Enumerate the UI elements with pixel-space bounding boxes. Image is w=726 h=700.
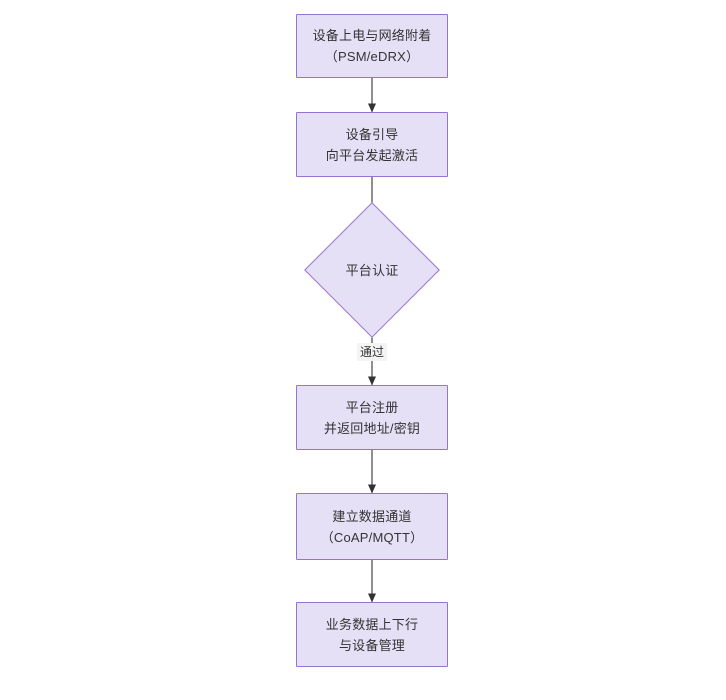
node-device-bootstrap[interactable]: 设备引导 向平台发起激活	[296, 112, 448, 177]
node-platform-register[interactable]: 平台注册 并返回地址/密钥	[296, 385, 448, 450]
node-label: 设备上电与网络附着 （PSM/eDRX）	[312, 28, 432, 64]
node-label: 业务数据上下行 与设备管理	[325, 616, 419, 653]
node-data-channel[interactable]: 建立数据通道 （CoAP/MQTT）	[296, 493, 448, 560]
node-label: 设备引导 向平台发起激活	[325, 126, 419, 163]
node-label: 建立数据通道 （CoAP/MQTT）	[320, 508, 424, 545]
node-platform-auth-decision[interactable]: 平台认证	[304, 202, 440, 338]
node-label: 平台注册 并返回地址/密钥	[323, 399, 421, 436]
node-business-data[interactable]: 业务数据上下行 与设备管理	[296, 602, 448, 667]
node-label: 平台认证	[345, 262, 399, 278]
node-device-power-on[interactable]: 设备上电与网络附着 （PSM/eDRX）	[296, 14, 448, 78]
edge-label-pass: 通过	[356, 343, 388, 361]
